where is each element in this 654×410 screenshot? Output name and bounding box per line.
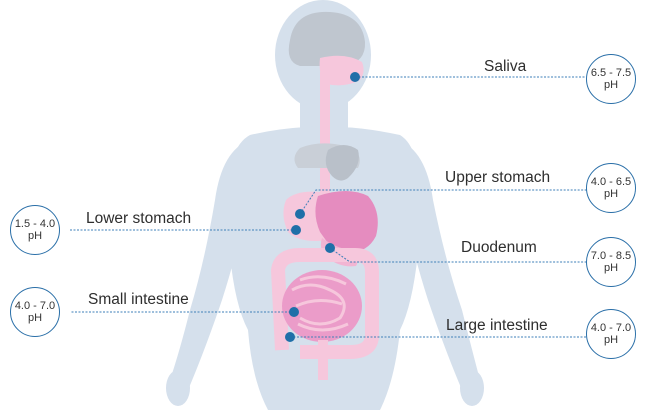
duodenum-ph-badge: 7.0 - 8.5 pH bbox=[586, 237, 636, 287]
upper-stomach-label: Upper stomach bbox=[445, 169, 550, 187]
large-intestine-ph-badge: 4.0 - 7.0 pH bbox=[586, 309, 636, 359]
large-intestine-dot bbox=[285, 332, 295, 342]
saliva-ph-unit: pH bbox=[604, 79, 618, 91]
upper-stomach-ph-unit: pH bbox=[604, 188, 618, 200]
small-intestine-icon bbox=[282, 270, 362, 342]
small-intestine-label: Small intestine bbox=[88, 291, 189, 309]
lower-stomach-dot bbox=[291, 225, 301, 235]
large-intestine-ph-unit: pH bbox=[604, 334, 618, 346]
lower-stomach-ph-badge: 1.5 - 4.0 pH bbox=[10, 205, 60, 255]
upper-stomach-ph-badge: 4.0 - 6.5 pH bbox=[586, 163, 636, 213]
lower-stomach-ph-unit: pH bbox=[28, 230, 42, 242]
large-intestine-label: Large intestine bbox=[446, 317, 548, 335]
upper-stomach-dot bbox=[295, 209, 305, 219]
small-intestine-ph-badge: 4.0 - 7.0 pH bbox=[10, 287, 60, 337]
saliva-dot bbox=[350, 72, 360, 82]
duodenum-ph-range: 7.0 - 8.5 bbox=[591, 250, 631, 262]
saliva-ph-badge: 6.5 - 7.5 pH bbox=[586, 54, 636, 104]
rectum-icon bbox=[318, 340, 328, 380]
small-intestine-ph-unit: pH bbox=[28, 312, 42, 324]
duodenum-dot bbox=[325, 243, 335, 253]
esophagus-icon bbox=[320, 72, 330, 195]
upper-stomach-ph-range: 4.0 - 6.5 bbox=[591, 176, 631, 188]
lower-stomach-label: Lower stomach bbox=[86, 210, 191, 228]
lower-stomach-ph-range: 1.5 - 4.0 bbox=[15, 218, 55, 230]
duodenum-ph-unit: pH bbox=[604, 262, 618, 274]
duodenum-label: Duodenum bbox=[461, 239, 537, 257]
small-intestine-ph-range: 4.0 - 7.0 bbox=[15, 300, 55, 312]
large-intestine-ph-range: 4.0 - 7.0 bbox=[591, 322, 631, 334]
saliva-label: Saliva bbox=[484, 58, 526, 76]
saliva-ph-range: 6.5 - 7.5 bbox=[591, 67, 631, 79]
small-intestine-dot bbox=[289, 307, 299, 317]
